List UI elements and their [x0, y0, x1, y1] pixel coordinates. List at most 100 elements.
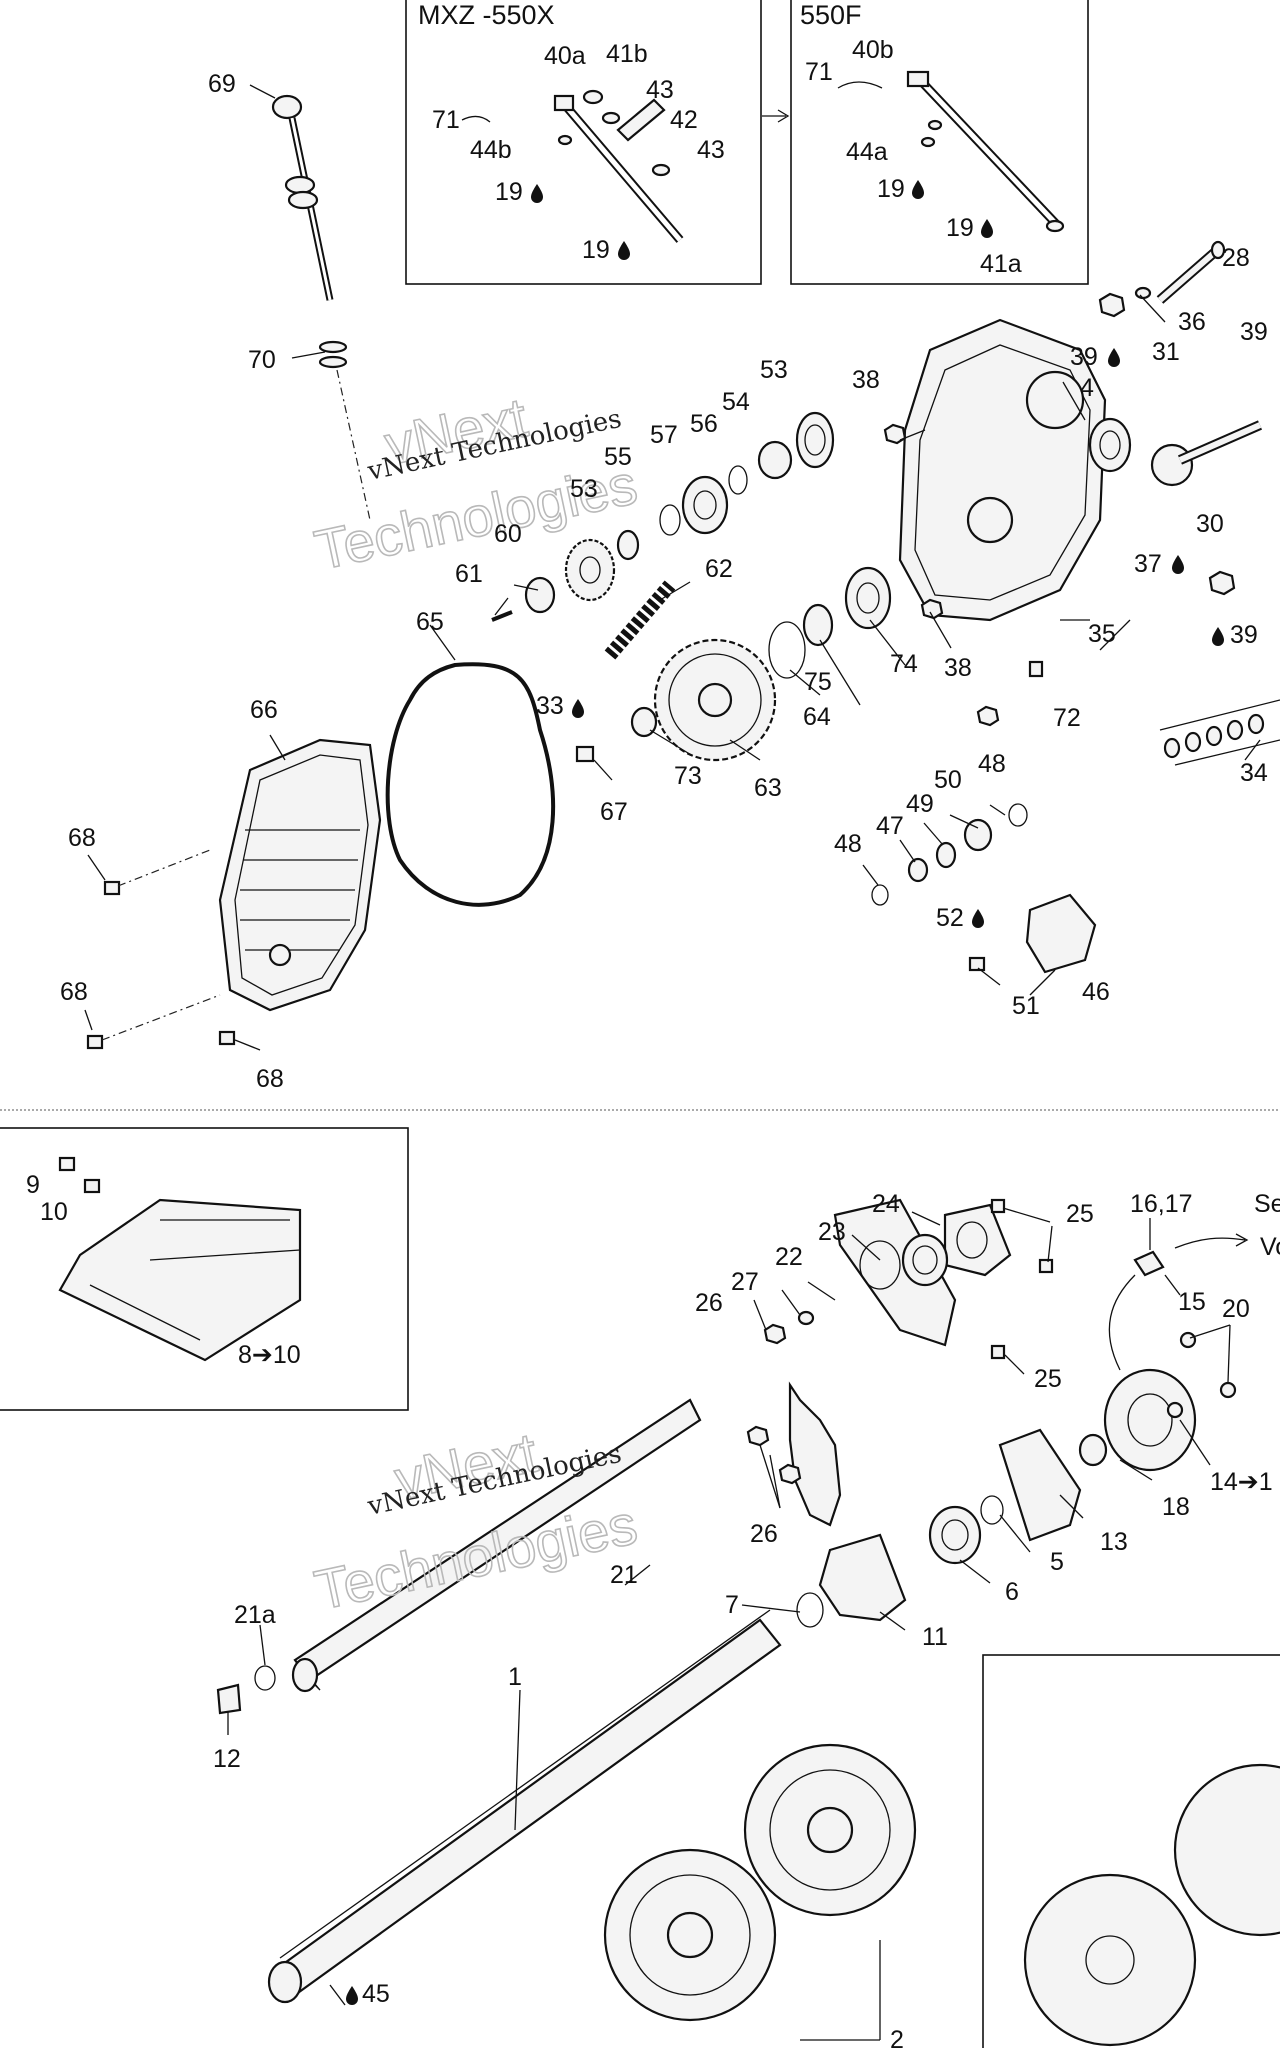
callout-44b: 44b	[470, 136, 512, 164]
bolt-28	[1156, 240, 1226, 304]
clip-10	[83, 1178, 101, 1194]
callout-52: 52	[936, 904, 964, 932]
nut-38b	[920, 598, 944, 620]
callout-12: 12	[213, 1745, 241, 1773]
callout-47: 47	[876, 812, 904, 840]
gasket-65	[385, 662, 556, 907]
oil-drop-icon	[346, 1986, 358, 2005]
bearing-housing-lower	[796, 1495, 1004, 1628]
callout-63: 63	[754, 774, 782, 802]
oil-drop-icon	[981, 219, 993, 238]
bushing-49	[935, 841, 957, 869]
callout-25b: 25	[1034, 1365, 1062, 1393]
bearing-74	[844, 566, 892, 630]
inset-title-550f: 550F	[800, 0, 862, 30]
callout-64: 64	[803, 703, 831, 731]
pin-61	[491, 610, 513, 622]
callout-1: 1	[508, 1663, 522, 1691]
callout-49: 49	[906, 790, 934, 818]
bolt-68a	[103, 880, 121, 896]
oil-drop-icon	[572, 699, 584, 718]
callout-75: 75	[804, 668, 832, 696]
callout-46: 46	[1082, 978, 1110, 1006]
callout-70: 70	[248, 346, 276, 374]
nut-26c	[778, 1463, 802, 1485]
leader-lines-lower	[227, 1207, 1231, 2041]
callout-54: 54	[722, 388, 750, 416]
oil-drop-icon	[531, 184, 543, 203]
chaincase-cover	[218, 738, 382, 1012]
callout-8_10: 8➔10	[238, 1341, 301, 1369]
callout-Se: Se	[1254, 1190, 1280, 1218]
callout-21a: 21a	[234, 1601, 276, 1629]
callout-2: 2	[890, 2026, 904, 2048]
bracket-21-mount	[788, 1381, 842, 1527]
bearing-57	[681, 475, 729, 535]
callout-69: 69	[208, 70, 236, 98]
watermark-big-bottom-2: Technologies	[309, 1492, 642, 1622]
callout-7: 7	[725, 1591, 739, 1619]
callout-26b: 26	[750, 1520, 778, 1548]
callout-36: 36	[1178, 308, 1206, 336]
callout-56: 56	[690, 410, 718, 438]
oil-drop-icon	[618, 241, 630, 260]
nut-26b	[746, 1425, 770, 1447]
callout-27: 27	[731, 1268, 759, 1296]
callout-9: 9	[26, 1171, 40, 1199]
callout-26a: 26	[695, 1289, 723, 1317]
callout-43a: 43	[646, 76, 674, 104]
callout-45: 45	[362, 1980, 390, 2008]
callout-68b: 68	[60, 978, 88, 1006]
callout-42: 42	[670, 106, 698, 134]
ring-64	[768, 621, 806, 679]
bolt-68c	[218, 1030, 236, 1046]
inset-box-550f	[790, 0, 1089, 285]
washer-48a	[1008, 803, 1028, 827]
hub-60	[524, 576, 556, 614]
callout-11: 11	[922, 1623, 948, 1651]
spacer-53b	[616, 529, 640, 561]
nut-26a	[763, 1323, 787, 1345]
cap-12	[216, 1683, 242, 1715]
callout-25a: 25	[1066, 1200, 1094, 1228]
callout-71a: 71	[432, 106, 460, 134]
bolt-68b	[86, 1034, 104, 1050]
callout-38a: 38	[852, 366, 880, 394]
ring-56	[728, 465, 748, 495]
bolt-25b	[1038, 1258, 1054, 1274]
callout-73: 73	[674, 762, 702, 790]
valve-rod-mxz	[461, 89, 684, 243]
leader-lines-upper	[84, 84, 1261, 1051]
callout-41a: 41a	[980, 250, 1022, 278]
callout-62: 62	[705, 555, 733, 583]
callout-10: 10	[40, 1198, 68, 1226]
callout-39a: 39	[1240, 318, 1268, 346]
callout-5: 5	[1050, 1548, 1064, 1576]
callout-24: 24	[872, 1190, 900, 1218]
callout-19c: 19	[877, 175, 905, 203]
callout-48b: 48	[834, 830, 862, 858]
callout-35: 35	[1088, 620, 1116, 648]
drive-shaft-21	[216, 1398, 702, 1715]
oil-drop-icon	[1172, 555, 1184, 574]
dowel-72	[1028, 660, 1044, 678]
inset-box-track	[0, 1127, 409, 1411]
callout-61: 61	[455, 560, 483, 588]
callout-37: 37	[1134, 550, 1162, 578]
callout-55: 55	[604, 443, 632, 471]
callout-Vo: Vo	[1260, 1233, 1280, 1261]
clip-9	[58, 1156, 76, 1172]
ring-55	[659, 504, 681, 536]
callout-67: 67	[600, 798, 628, 826]
callout-4: 4	[1080, 374, 1094, 402]
callout-23: 23	[818, 1218, 846, 1246]
drive-sprocket-b	[743, 1743, 917, 1917]
callout-16_17: 16,17	[1130, 1190, 1193, 1218]
bolt-25a	[990, 1198, 1006, 1214]
callout-65: 65	[416, 608, 444, 636]
callout-51: 51	[1012, 992, 1040, 1020]
callout-39c: 39	[1230, 621, 1258, 649]
sprocket-variant-b	[1173, 1763, 1280, 1937]
callout-53a: 53	[760, 356, 788, 384]
